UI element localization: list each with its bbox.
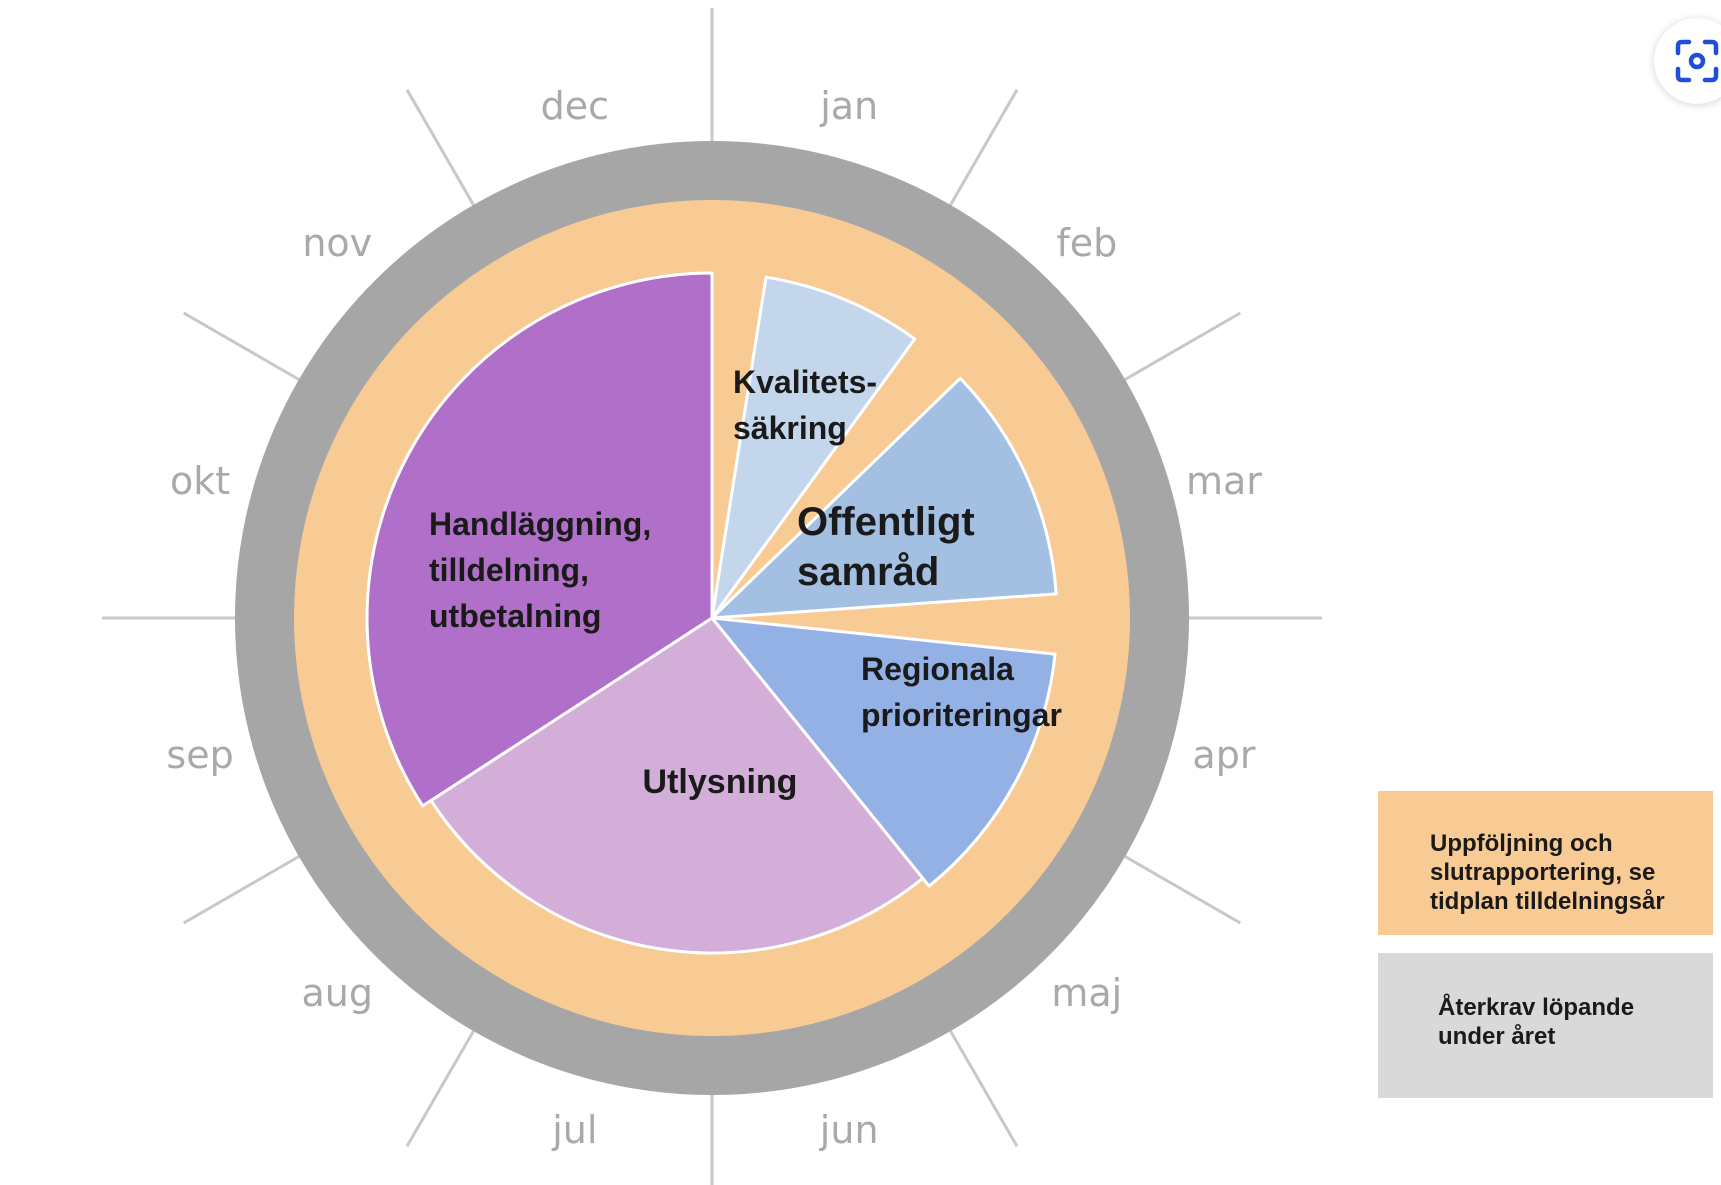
month-spoke bbox=[945, 88, 1019, 212]
month-spoke bbox=[405, 1024, 479, 1148]
legend-aterkrav-line: under året bbox=[1438, 1023, 1556, 1050]
month-spoke bbox=[405, 88, 479, 212]
lens-scan-icon bbox=[1675, 39, 1719, 83]
segment-label-line: samråd bbox=[797, 550, 939, 594]
month-label-maj: maj bbox=[1051, 971, 1122, 1015]
segment-label-line: prioriteringar bbox=[861, 697, 1062, 733]
segment-label-line: Utlysning bbox=[643, 763, 798, 801]
segment-label-line: utbetalning bbox=[429, 598, 601, 634]
legend-uppfoljning-line: tidplan tilldelningsår bbox=[1430, 888, 1665, 915]
month-labels: jan feb mar apr maj jun jul aug sep okt nov dec bbox=[166, 84, 1262, 1152]
segment-label-line: Regionala bbox=[861, 651, 1014, 687]
month-spoke bbox=[182, 311, 306, 385]
segment-utlysning bbox=[429, 616, 925, 955]
month-label-apr: apr bbox=[1192, 733, 1255, 777]
month-label-sep: sep bbox=[166, 733, 233, 777]
lens-scan-button[interactable] bbox=[1654, 18, 1721, 104]
month-label-mar: mar bbox=[1186, 459, 1262, 503]
month-label-dec: dec bbox=[541, 84, 609, 128]
segment-label-utlysning: Utlysning bbox=[643, 763, 798, 801]
segment-label-regionala-prioriteringar: Regionala prioriteringar bbox=[861, 651, 1062, 733]
month-label-jul: jul bbox=[551, 1108, 597, 1152]
pie-segments bbox=[365, 271, 1058, 955]
month-spokes bbox=[102, 8, 1322, 1185]
month-spoke bbox=[182, 851, 306, 925]
segment-label-line: Kvalitets- bbox=[733, 364, 877, 400]
legend-uppfoljning-line: Uppföljning och bbox=[1430, 830, 1613, 857]
month-spoke bbox=[945, 1024, 1019, 1148]
segment-label-line: säkring bbox=[733, 410, 847, 446]
month-label-feb: feb bbox=[1056, 221, 1117, 265]
month-label-okt: okt bbox=[170, 459, 230, 503]
month-label-nov: nov bbox=[302, 221, 372, 265]
legend-aterkrav-line: Återkrav löpande bbox=[1438, 994, 1635, 1021]
segment-label-line: tilldelning, bbox=[429, 552, 589, 588]
segment-label-line: Handläggning, bbox=[429, 506, 651, 542]
segment-label-offentligt-samrad: Offentligt samråd bbox=[797, 500, 975, 594]
month-label-jun: jun bbox=[819, 1108, 879, 1152]
month-spoke bbox=[1118, 311, 1242, 385]
segment-label-kvalitetssakring: Kvalitets-säkring bbox=[733, 364, 877, 446]
annual-cycle-wheel: jan feb mar apr maj jun jul aug sep okt nov dec Kva… bbox=[102, 8, 1322, 1185]
segment-kvalitetssakring bbox=[710, 275, 917, 620]
legend-uppfoljning: Uppföljning och slutrapportering, se tid… bbox=[1378, 791, 1713, 935]
segment-offentligt-samrad bbox=[710, 376, 1058, 620]
segment-label-handlaggning: Handläggning, tilldelning, utbetalning bbox=[429, 506, 651, 634]
month-label-jan: jan bbox=[819, 84, 878, 128]
segment-label-line: Offentligt bbox=[797, 500, 975, 544]
segment-handlaggning bbox=[365, 271, 714, 808]
month-label-aug: aug bbox=[301, 971, 373, 1015]
legend-aterkrav: Återkrav löpande under året bbox=[1378, 953, 1713, 1098]
legend-uppfoljning-line: slutrapportering, se bbox=[1430, 859, 1656, 886]
month-spoke bbox=[1118, 851, 1242, 925]
segment-regionala-prioriteringar bbox=[710, 616, 1057, 888]
